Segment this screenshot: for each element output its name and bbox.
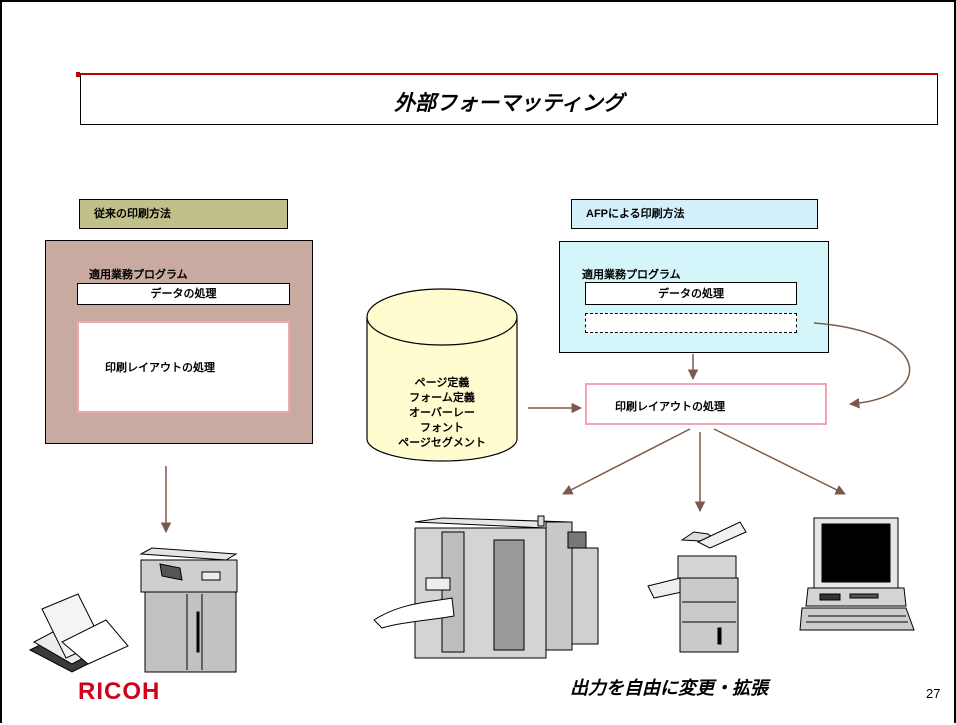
traditional-app-box: 適用業務プログラム データの処理 印刷レイアウトの処理 [45, 240, 313, 444]
afp-method-label-text: AFPによる印刷方法 [586, 208, 685, 220]
traditional-method-label-text: 従来の印刷方法 [94, 208, 171, 220]
traditional-data-processing-text: データの処理 [150, 288, 217, 300]
afp-app-box: 適用業務プログラム データの処理 [559, 241, 829, 353]
line-printer-icon [139, 547, 238, 673]
traditional-layout-processing-box: 印刷レイアウトの処理 [77, 321, 290, 413]
afp-delegated-step-box [585, 313, 797, 333]
computer-icon [799, 517, 915, 631]
afp-app-program-label: 適用業務プログラム [582, 269, 681, 281]
afp-data-processing-text: データの処理 [658, 288, 724, 300]
office-printer-icon [647, 521, 747, 653]
resources-cylinder-icon [366, 288, 518, 462]
afp-method-label: AFPによる印刷方法 [571, 199, 818, 229]
output-caption: 出力を自由に変更・拡張 [570, 678, 768, 698]
production-printer-icon [373, 515, 599, 659]
resource-overlay: オーバーレー [409, 407, 475, 419]
resource-page-segment: ページセグメント [398, 437, 486, 449]
afp-layout-processing-text: 印刷レイアウトの処理 [615, 401, 725, 413]
afp-data-processing-box: データの処理 [585, 282, 797, 305]
traditional-layout-processing-text: 印刷レイアウトの処理 [105, 362, 215, 374]
traditional-method-label: 従来の印刷方法 [79, 199, 288, 229]
afp-layout-processing-box: 印刷レイアウトの処理 [585, 383, 827, 425]
ricoh-logo: RICOH [78, 678, 161, 705]
traditional-data-processing-box: データの処理 [77, 283, 290, 305]
dashed-step-to-layout-curve-arrow [813, 322, 911, 409]
traditional-app-program-label: 適用業務プログラム [89, 269, 188, 281]
title-box: 外部フォーマッティング [80, 73, 938, 125]
resource-list: ページ定義 フォーム定義 オーバーレー フォント ページセグメント [390, 376, 494, 451]
title-accent-mark [76, 72, 80, 77]
slide-title: 外部フォーマッティング [394, 92, 624, 115]
paper-stack-icon [28, 593, 129, 673]
resource-page-definition: ページ定義 [414, 377, 470, 389]
resource-font: フォント [420, 422, 464, 434]
page-number: 27 [926, 686, 941, 701]
layout-to-production-printer-arrow [562, 428, 691, 495]
layout-to-computer-arrow [713, 428, 846, 495]
resource-form-definition: フォーム定義 [409, 392, 475, 404]
